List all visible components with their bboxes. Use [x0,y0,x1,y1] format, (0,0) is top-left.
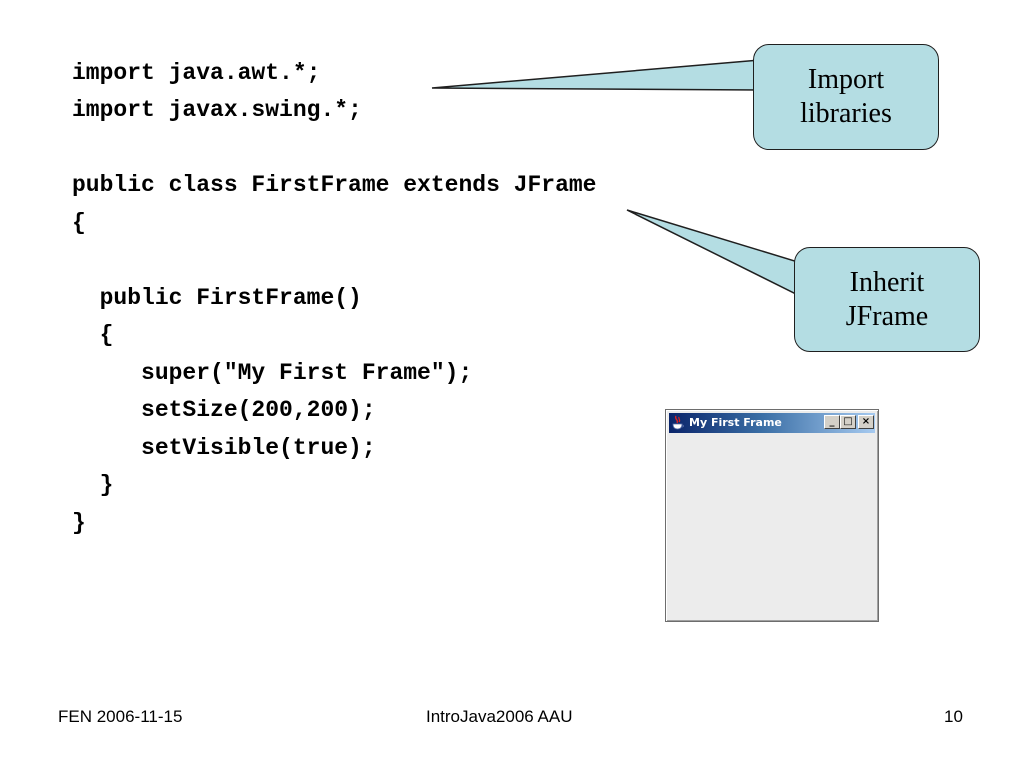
code-line-ctor-open: { [72,322,114,348]
footer-course: IntroJava2006 AAU [426,707,573,726]
window-content-area [669,435,875,618]
footer-date: FEN 2006-11-15 [58,707,183,726]
code-line-import-awt: import java.awt.*; [72,60,321,86]
import-callout-pointer [431,59,761,91]
inherit-callout-text: Inherit JFrame [845,266,929,332]
code-line-super: super("My First Frame"); [72,360,473,386]
window-titlebar: My First Frame _ □ × [669,413,875,433]
my-first-frame-window: My First Frame _ □ × [665,409,879,622]
window-title: My First Frame [689,416,782,429]
java-coffee-icon [672,415,684,430]
code-line-setvisible: setVisible(true); [72,435,376,461]
code-line-setsize: setSize(200,200); [72,397,376,423]
minimize-button[interactable]: _ [824,415,840,429]
import-callout-text: Import libraries [800,64,892,129]
import-libraries-callout: Import libraries [753,44,939,150]
code-line-open-brace: { [72,210,86,236]
code-line-import-swing: import javax.swing.*; [72,97,362,123]
inherit-callout-pointer [626,209,799,297]
inherit-jframe-callout: Inherit JFrame [794,247,980,352]
code-line-class-decl: public class FirstFrame extends JFrame [72,172,597,198]
close-button[interactable]: × [858,415,874,429]
code-line-ctor-close: } [72,472,114,498]
code-line-constructor: public FirstFrame() [72,285,362,311]
code-line-class-close: } [72,510,86,536]
maximize-button[interactable]: □ [840,415,856,429]
footer-page-number: 10 [944,707,963,726]
